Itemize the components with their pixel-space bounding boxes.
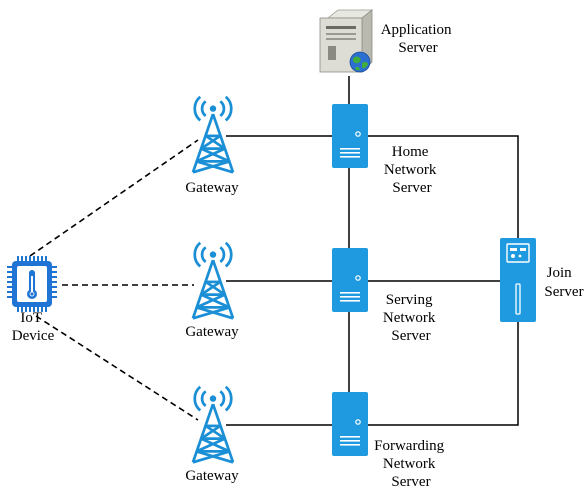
forwarding-network-server-icon: [332, 392, 368, 456]
connections: [226, 76, 519, 426]
join-server-label: Join Server: [544, 265, 583, 300]
gateway-bottom-label: Gateway: [185, 468, 239, 484]
link-forwarding-to-join: [368, 322, 519, 426]
radio-links: [29, 139, 199, 421]
home-network-server-label: Home Network Server: [384, 144, 440, 196]
home-network-server-icon: [332, 104, 368, 168]
application-server-label: Application Server: [381, 22, 456, 56]
radio-link-bottom: [35, 315, 199, 421]
serving-network-server-label: Serving Network Server: [383, 292, 439, 344]
gateway-top-label: Gateway: [185, 180, 239, 196]
application-server-icon: [319, 9, 374, 73]
iot-device-icon: [7, 256, 57, 312]
iot-device-label: IoT Device: [12, 310, 55, 344]
serving-network-server-icon: [332, 248, 368, 312]
radio-link-top: [29, 139, 199, 257]
gateway-middle-label: Gateway: [185, 324, 239, 340]
gateway-top-icon: [191, 95, 235, 174]
join-server-icon: [500, 238, 536, 322]
link-home-to-join: [368, 135, 519, 238]
forwarding-network-server-label: Forwarding Network Server: [374, 438, 448, 488]
